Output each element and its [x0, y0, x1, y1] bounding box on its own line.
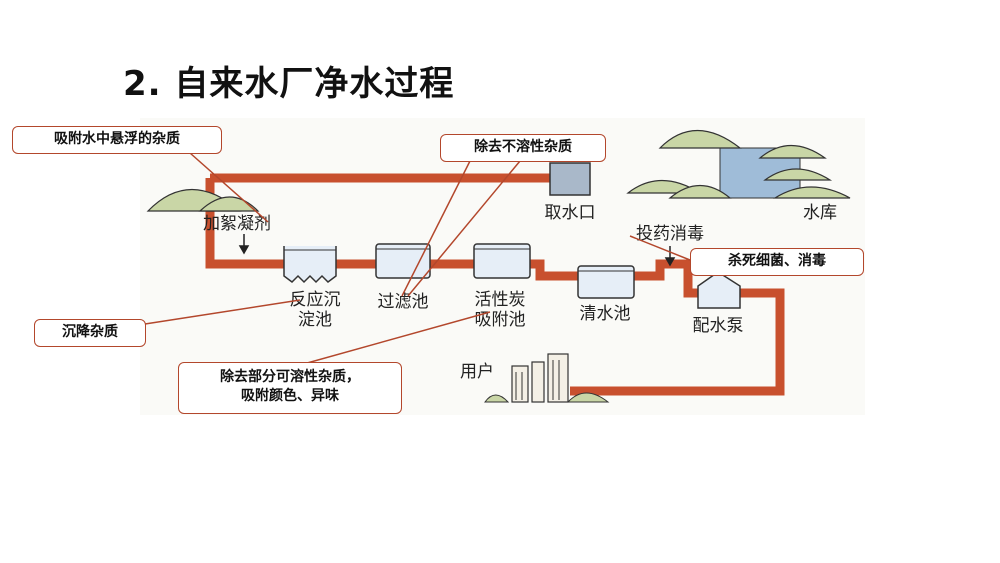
pipe-main-segment	[300, 259, 715, 298]
carbon-tank	[473, 243, 531, 279]
label-carbon: 活性炭 吸附池	[465, 290, 535, 330]
reaction-tank	[283, 246, 337, 284]
callout-adsorb: 吸附水中悬浮的杂质	[12, 126, 222, 154]
label-filter: 过滤池	[377, 292, 429, 312]
label-reaction-line2: 淀池	[298, 310, 332, 330]
label-users: 用户	[460, 362, 494, 382]
pipe	[205, 173, 785, 396]
pipe-return-segment	[570, 288, 785, 396]
label-clear-water: 清水池	[579, 304, 631, 324]
label-carbon-line2: 吸附池	[474, 310, 526, 330]
label-reservoir: 水库	[803, 203, 837, 223]
callout-kill: 杀死细菌、消毒	[690, 248, 864, 276]
label-disinfect: 投药消毒	[636, 224, 704, 244]
label-intake: 取水口	[544, 203, 596, 223]
hill-left	[146, 189, 260, 212]
filter-tank	[375, 243, 431, 279]
callout-settle: 沉降杂质	[34, 319, 146, 347]
reservoir-scene	[626, 129, 851, 199]
label-reaction-line1: 反应沉	[289, 290, 341, 310]
label-reaction: 反应沉 淀池	[280, 290, 350, 330]
label-pump: 配水泵	[692, 316, 744, 336]
page-title: 2. 自来水厂净水过程	[123, 64, 455, 104]
label-carbon-line1: 活性炭	[474, 290, 526, 310]
user-buildings	[484, 353, 610, 403]
callout-insoluble: 除去不溶性杂质	[440, 134, 606, 162]
pump-house	[697, 271, 741, 309]
clear-water-tank	[577, 265, 635, 299]
coagulant-arrow	[238, 234, 250, 255]
callout-soluble-line2: 吸附颜色、异味	[241, 388, 339, 404]
label-coagulant: 加絮凝剂	[203, 214, 271, 234]
callout-soluble-line1: 除去部分可溶性杂质，	[220, 369, 360, 385]
intake-box	[549, 162, 591, 196]
callout-soluble: 除去部分可溶性杂质， 吸附颜色、异味	[178, 362, 402, 414]
